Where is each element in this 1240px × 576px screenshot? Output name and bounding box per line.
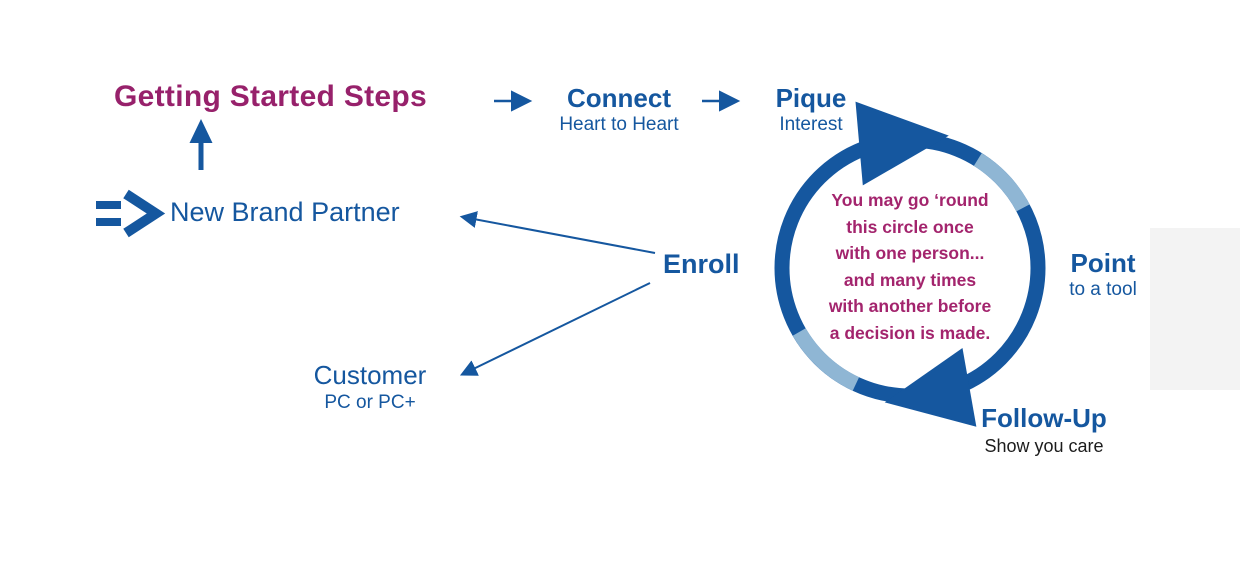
cycle-note-line: this circle once (846, 216, 974, 237)
customer-label: Customer (313, 360, 427, 390)
customer-subtitle: PC or PC+ (324, 392, 416, 413)
new-brand-partner-label: New Brand Partner (170, 197, 400, 227)
background-band (1150, 228, 1240, 390)
cycle-note-line: with another before (828, 296, 992, 316)
cycle-note-line: a decision is made. (829, 322, 991, 343)
arrow-up-icon (189, 119, 213, 170)
arrow-enroll-to-customer-icon (459, 282, 651, 376)
arrow-enroll-to-partner-icon (459, 211, 656, 254)
cycle-note-line: with one person... (835, 243, 985, 263)
step-follow-up-subtitle: Show you care (984, 436, 1104, 456)
step-pique-subtitle: Interest (779, 114, 843, 135)
cycle-note-line: You may go ‘round (831, 190, 989, 210)
step-connect-label: Connect (567, 83, 671, 113)
enroll-label: Enroll (663, 249, 740, 279)
step-follow-up-label: Follow-Up (981, 403, 1107, 433)
step-pique-label: Pique (775, 83, 847, 113)
cycle-note-line: and many times (843, 269, 977, 290)
step-follow-up: Follow-Up Show you care (944, 404, 1144, 457)
cycle-arrowhead-top-icon (855, 101, 949, 186)
diagram-title: Getting Started Steps (114, 80, 428, 113)
step-connect: Connect Heart to Heart (540, 84, 698, 136)
step-point: Point to a tool (1048, 249, 1158, 301)
step-connect-subtitle: Heart to Heart (559, 114, 679, 135)
step-point-label: Point (1070, 248, 1136, 278)
double-chevron-icon (96, 189, 166, 238)
customer-group: Customer PC or PC+ (281, 361, 459, 414)
step-pique: Pique Interest (752, 84, 870, 136)
cycle-note: You may go ‘round this circle once with … (800, 187, 1020, 346)
step-point-subtitle: to a tool (1069, 279, 1137, 300)
